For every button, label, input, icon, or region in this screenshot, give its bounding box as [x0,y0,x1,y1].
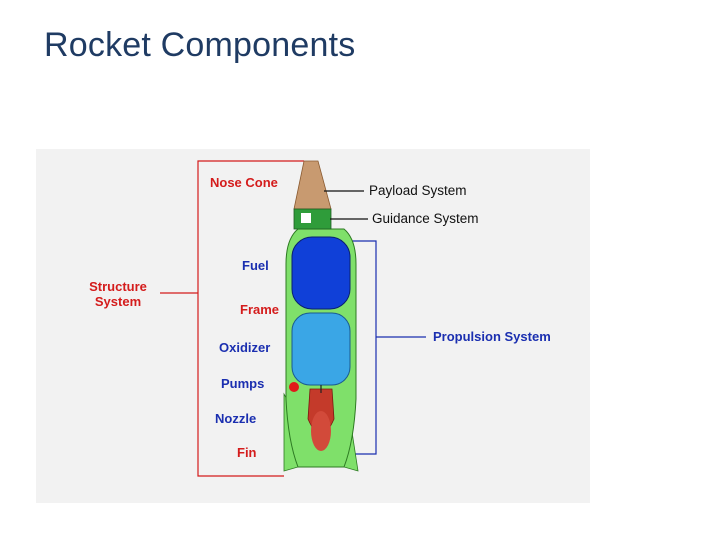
label-fuel: Fuel [242,258,269,273]
label-structure-line1: Structure [89,279,147,294]
structure-bracket [160,160,304,477]
label-oxidizer: Oxidizer [219,340,271,355]
rocket-body [283,160,359,472]
label-structure-system: Structure System [78,279,158,309]
label-pumps: Pumps [221,376,265,391]
rocket-diagram: Nose Cone Payload System Guidance System… [36,149,590,503]
leader-lines [324,190,368,220]
label-propulsion-system: Propulsion System [433,329,551,344]
label-payload-system: Payload System [369,183,467,198]
label-structure-line2: System [94,294,142,309]
label-nose-cone: Nose Cone [210,175,278,190]
rocket-illustration [160,160,426,477]
label-guidance-system: Guidance System [372,211,479,226]
label-fin: Fin [237,445,257,460]
label-frame: Frame [240,302,280,317]
label-nozzle: Nozzle [215,411,257,426]
slide-title: Rocket Components [44,26,356,64]
